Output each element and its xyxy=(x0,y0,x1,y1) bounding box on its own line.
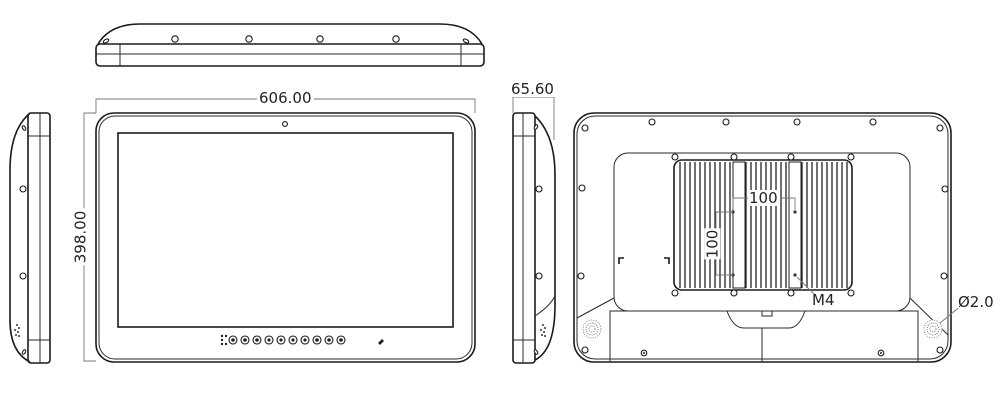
vesa-horizontal-label: 100 xyxy=(748,189,779,207)
heatsink xyxy=(673,159,853,291)
speaker-grille-left xyxy=(582,319,602,339)
speaker-hole-label: Ø2.0 xyxy=(958,293,994,311)
rear-view xyxy=(573,112,963,363)
speaker-grille-right-side xyxy=(540,324,546,337)
left-side-view xyxy=(9,112,51,364)
width-dimension-label: 606.00 xyxy=(257,89,314,107)
vesa-screw-label: M4 xyxy=(812,291,835,309)
top-view xyxy=(95,23,485,67)
height-dimension-label: 398.00 xyxy=(71,208,90,266)
speaker-grille-left-side xyxy=(14,324,20,337)
right-side-view xyxy=(512,96,556,364)
front-buttons xyxy=(220,334,384,346)
depth-dimension-label: 65.60 xyxy=(510,80,555,98)
speaker-grille-right xyxy=(923,319,943,339)
front-view xyxy=(83,98,476,363)
vesa-vertical-label: 100 xyxy=(703,228,722,260)
